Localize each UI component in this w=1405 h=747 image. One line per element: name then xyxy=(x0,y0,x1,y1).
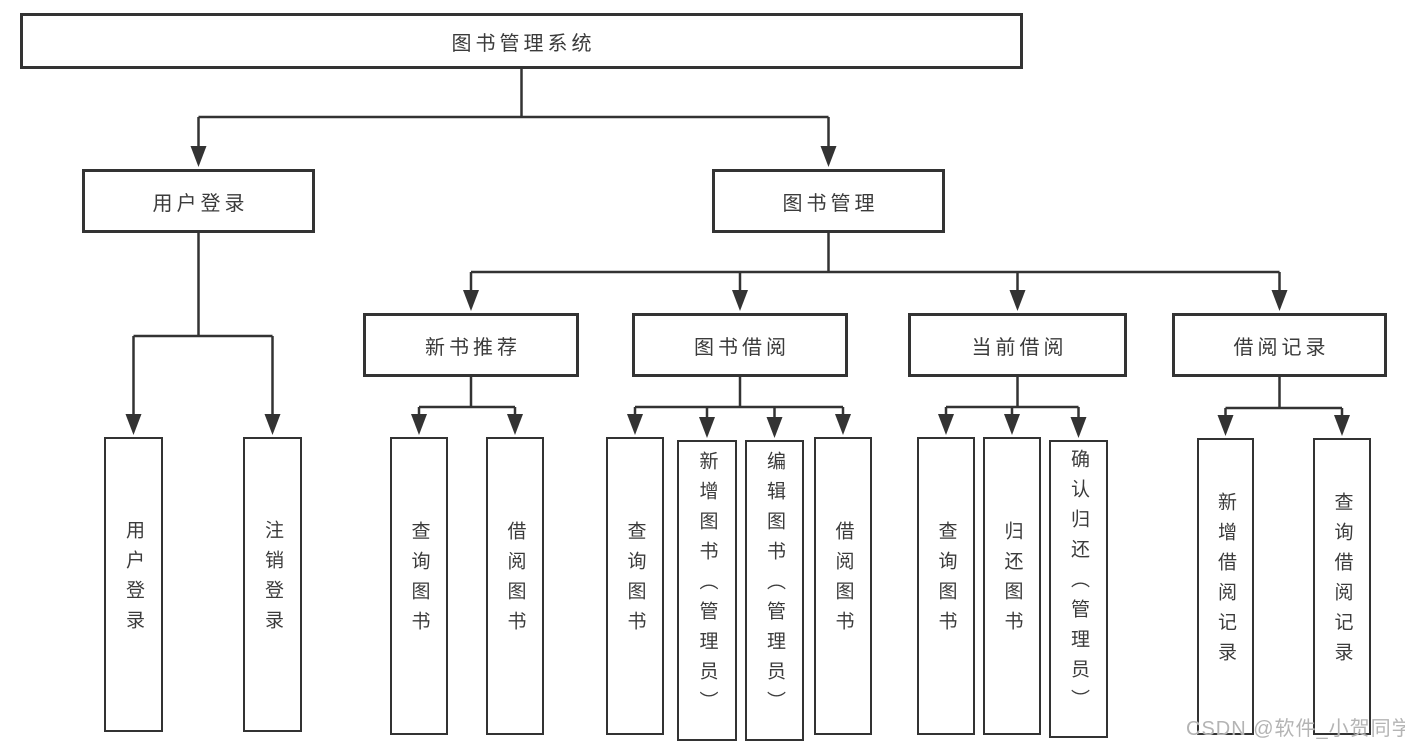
leaf-edit-book-admin-label: 编辑图书（管理员） xyxy=(764,450,785,721)
leaf-query-books-3: 查询图书 xyxy=(917,437,975,735)
node-root-label: 图书管理系统 xyxy=(451,32,596,55)
leaf-confirm-return-admin-label: 确认归还（管理员） xyxy=(1068,449,1089,719)
connector-paths xyxy=(132,69,1344,422)
leaf-query-books-2-label: 查询图书 xyxy=(624,521,646,641)
node-new-book-recommend: 新书推荐 xyxy=(363,313,579,377)
arrowheads xyxy=(125,146,1350,438)
leaf-borrow-books-1-label: 借阅图书 xyxy=(504,521,526,641)
node-user-login-label: 用户登录 xyxy=(152,192,249,215)
leaf-borrow-books-1: 借阅图书 xyxy=(486,437,544,735)
node-new-book-recommend-label: 新书推荐 xyxy=(425,336,521,359)
node-root: 图书管理系统 xyxy=(20,13,1023,69)
leaf-return-books: 归还图书 xyxy=(983,437,1041,735)
leaf-query-books-1-label: 查询图书 xyxy=(408,521,430,641)
leaf-logout: 注销登录 xyxy=(243,437,302,732)
leaf-confirm-return-admin: 确认归还（管理员） xyxy=(1049,440,1108,738)
node-borrow-records: 借阅记录 xyxy=(1172,313,1387,377)
leaf-user-login-label: 用户登录 xyxy=(123,519,144,640)
node-book-borrow: 图书借阅 xyxy=(632,313,848,377)
node-book-management-label: 图书管理 xyxy=(782,192,879,215)
leaf-logout-label: 注销登录 xyxy=(262,519,283,640)
leaf-add-book-admin: 新增图书（管理员） xyxy=(677,440,737,741)
leaf-query-books-1: 查询图书 xyxy=(390,437,448,735)
leaf-user-login: 用户登录 xyxy=(104,437,163,732)
node-borrow-records-label: 借阅记录 xyxy=(1233,336,1330,359)
leaf-add-borrow-record: 新增借阅记录 xyxy=(1197,438,1254,735)
leaf-add-borrow-record-label: 新增借阅记录 xyxy=(1215,491,1236,672)
leaf-query-borrow-record-label: 查询借阅记录 xyxy=(1331,491,1353,672)
node-book-management: 图书管理 xyxy=(712,169,945,233)
leaf-query-borrow-record: 查询借阅记录 xyxy=(1313,438,1371,735)
leaf-borrow-books-2: 借阅图书 xyxy=(814,437,872,735)
node-book-borrow-label: 图书借阅 xyxy=(694,336,790,359)
leaf-add-book-admin-label: 新增图书（管理员） xyxy=(696,450,718,721)
leaf-return-books-label: 归还图书 xyxy=(1001,521,1023,641)
node-user-login: 用户登录 xyxy=(82,169,315,233)
leaf-query-books-3-label: 查询图书 xyxy=(935,521,957,641)
leaf-query-books-2: 查询图书 xyxy=(606,437,664,735)
node-current-borrow-label: 当前借阅 xyxy=(971,336,1068,359)
leaf-borrow-books-2-label: 借阅图书 xyxy=(832,521,854,641)
leaf-edit-book-admin: 编辑图书（管理员） xyxy=(745,440,804,741)
csdn-watermark: CSDN @软件_小贺同学 xyxy=(1186,718,1405,740)
node-current-borrow: 当前借阅 xyxy=(908,313,1127,377)
